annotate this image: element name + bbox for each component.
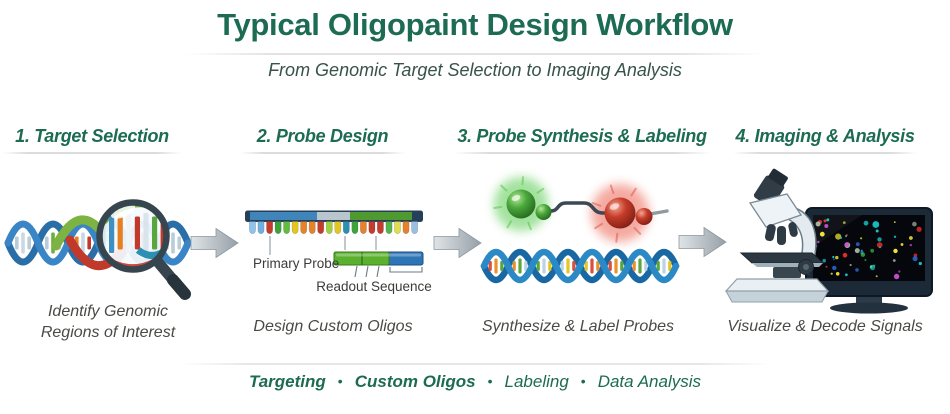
caption-line: Identify Genomic bbox=[47, 303, 169, 320]
microscope-icon bbox=[724, 168, 830, 303]
page-title: Typical Oligopaint Design Workflow bbox=[217, 7, 733, 42]
step-header-target-selection: 1. Target Selection bbox=[2, 124, 182, 154]
footer-keywords: Targeting • Custom Oligos • Labeling • Data An… bbox=[0, 372, 950, 392]
magnifier-icon bbox=[96, 199, 191, 300]
step-header-divider bbox=[240, 152, 405, 154]
step-header-probe-design: 2. Probe Design bbox=[240, 124, 405, 154]
footer-item-custom-oligos: Custom Oligos bbox=[354, 372, 476, 391]
monitor-icon bbox=[805, 207, 933, 314]
step-header-divider bbox=[453, 152, 711, 154]
step-caption-target-selection: Identify Genomic Regions of Interest bbox=[10, 301, 206, 343]
step-header-imaging-analysis: 4. Imaging & Analysis bbox=[733, 124, 917, 154]
caption-line: Regions of Interest bbox=[40, 324, 176, 341]
caption-line: Visualize & Decode Signals bbox=[727, 318, 923, 335]
caption-line: Synthesize & Label Probes bbox=[481, 318, 675, 335]
probe-comb-icon bbox=[245, 210, 423, 234]
step-header-label: 1. Target Selection bbox=[15, 126, 169, 146]
step-header-probe-synthesis-labeling: 3. Probe Synthesis & Labeling bbox=[453, 124, 711, 154]
step-header-label: 3. Probe Synthesis & Labeling bbox=[457, 126, 707, 146]
page-subtitle: From Genomic Target Selection to Imaging… bbox=[268, 60, 682, 80]
step-header-label: 4. Imaging & Analysis bbox=[735, 126, 915, 146]
arrow-right-icon bbox=[190, 228, 239, 258]
footer-item-data-analysis: Data Analysis bbox=[597, 372, 702, 391]
step-header-divider bbox=[2, 152, 182, 154]
annotation-leader-lines bbox=[269, 236, 377, 255]
title-divider bbox=[185, 53, 763, 55]
bullet-separator: • bbox=[487, 373, 493, 389]
step-caption-probe-design: Design Custom Oligos bbox=[235, 316, 431, 337]
footer-item-targeting: Targeting bbox=[248, 372, 326, 391]
bullet-separator: • bbox=[580, 373, 586, 389]
fluorophore-labeled-probe-icon bbox=[493, 176, 669, 243]
footer-divider bbox=[180, 363, 770, 365]
dna-helix-icon bbox=[480, 248, 680, 284]
annotation-readout-sequence: Readout Sequence bbox=[316, 279, 432, 294]
step-header-divider bbox=[733, 152, 917, 154]
bullet-separator: • bbox=[337, 373, 343, 389]
caption-line: Design Custom Oligos bbox=[253, 318, 413, 335]
footer-item-labeling: Labeling bbox=[504, 372, 569, 391]
step-header-label: 2. Probe Design bbox=[256, 126, 389, 146]
readout-sequence-bar-icon bbox=[333, 251, 424, 278]
arrow-right-icon bbox=[678, 227, 727, 257]
step-caption-imaging: Visualize & Decode Signals bbox=[718, 316, 932, 337]
step-caption-probe-synthesis: Synthesize & Label Probes bbox=[468, 316, 688, 337]
annotation-primary-probe: Primary Probe bbox=[253, 256, 340, 271]
arrow-right-icon bbox=[433, 228, 482, 258]
